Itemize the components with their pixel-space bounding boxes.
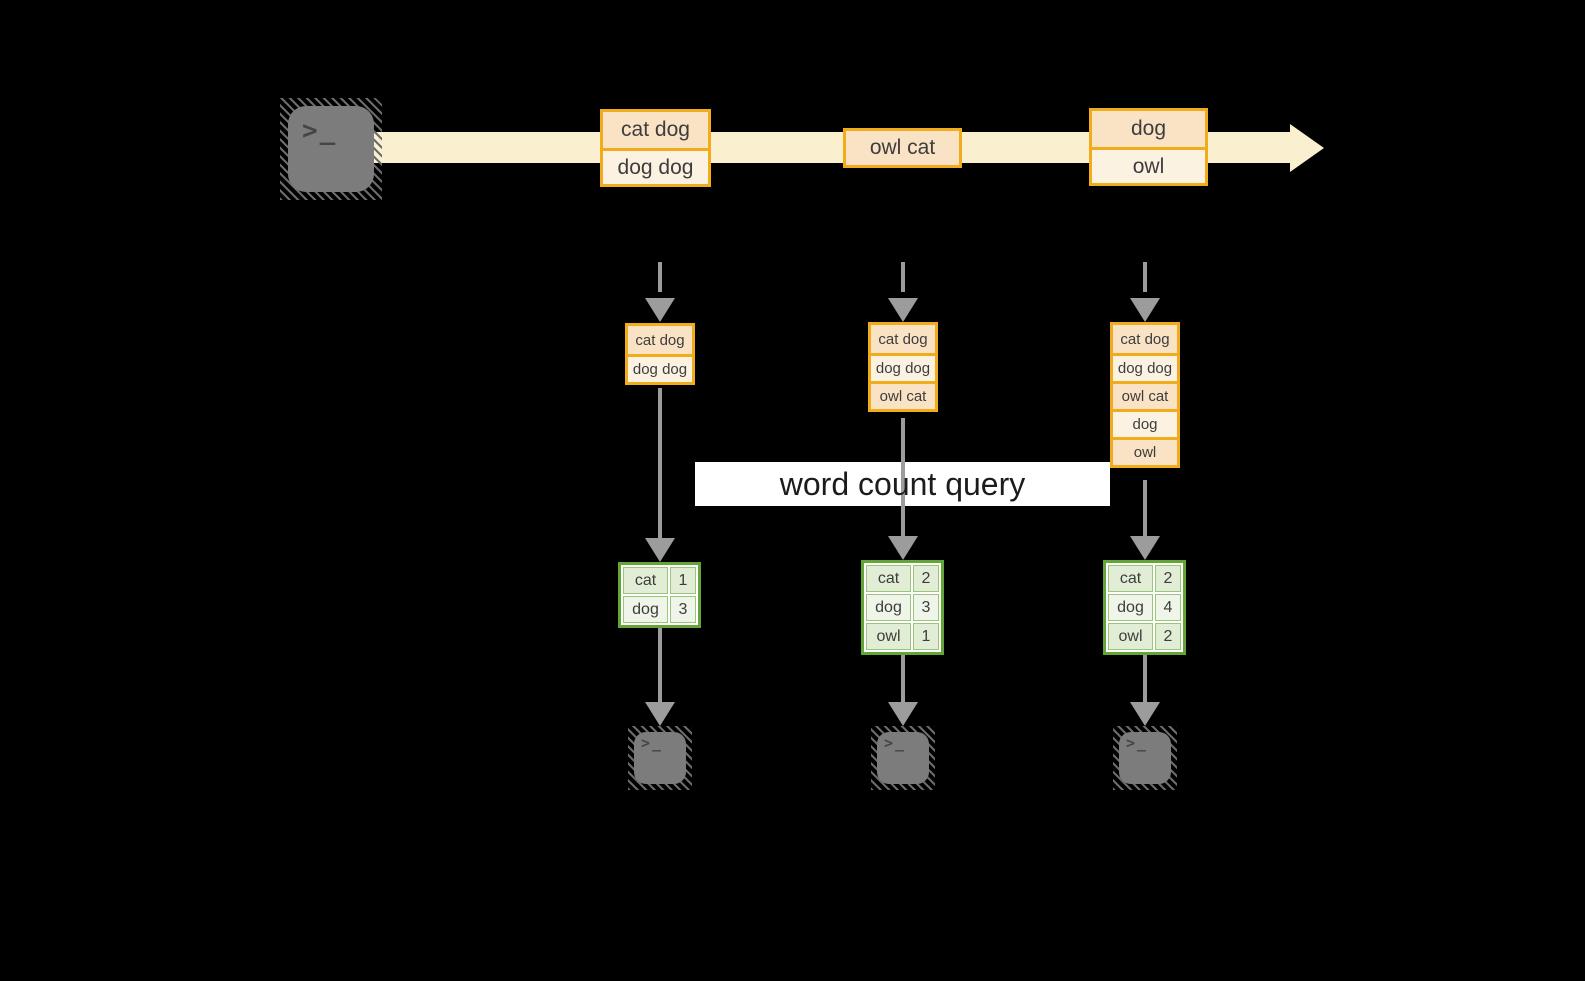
buffer-line: owl cat (871, 381, 935, 409)
event-line: dog (1092, 111, 1205, 147)
input-buffer-2: cat dog dog dog owl cat (868, 322, 938, 412)
buffer-line: owl cat (1113, 381, 1177, 409)
down-arrowhead-icon (1130, 536, 1160, 560)
terminal-prompt-icon: >_ (884, 734, 907, 752)
event-line: owl (1092, 147, 1205, 183)
count-word: dog (866, 594, 911, 621)
count-word: dog (623, 596, 668, 623)
count-value: 4 (1155, 594, 1181, 621)
arrow-line (1143, 655, 1147, 702)
terminal-prompt-icon: >_ (302, 116, 338, 146)
down-arrowhead-icon (1130, 702, 1160, 726)
down-arrowhead-icon (645, 538, 675, 562)
count-value: 2 (1155, 565, 1181, 592)
event-line: dog dog (603, 148, 708, 184)
buffer-line: dog dog (628, 354, 692, 382)
down-arrowhead-icon (645, 702, 675, 726)
down-arrowhead-icon (645, 298, 675, 322)
count-value: 1 (670, 567, 696, 594)
terminal-screen (634, 732, 686, 784)
sink-terminal-icon-2: >_ (871, 726, 935, 790)
terminal-screen (877, 732, 929, 784)
event-box-3: dog owl (1089, 108, 1208, 186)
sink-terminal-icon-1: >_ (628, 726, 692, 790)
count-value: 3 (913, 594, 939, 621)
down-arrowhead-icon (888, 536, 918, 560)
terminal-prompt-icon: >_ (641, 734, 664, 752)
buffer-line: dog (1113, 409, 1177, 437)
buffer-line: dog dog (1113, 353, 1177, 381)
down-arrowhead-icon (888, 702, 918, 726)
down-arrowhead-icon (1130, 298, 1160, 322)
count-value: 3 (670, 596, 696, 623)
count-value: 2 (913, 565, 939, 592)
count-word: cat (1108, 565, 1153, 592)
input-buffer-3: cat dog dog dog owl cat dog owl (1110, 322, 1180, 468)
count-word: dog (1108, 594, 1153, 621)
arrow-line (1143, 480, 1147, 536)
buffer-line: dog dog (871, 353, 935, 381)
event-box-2: owl cat (843, 128, 962, 168)
terminal-screen (288, 106, 374, 192)
event-line: owl cat (846, 131, 959, 165)
count-value: 2 (1155, 623, 1181, 650)
arrow-line (901, 655, 905, 702)
sink-terminal-icon-3: >_ (1113, 726, 1177, 790)
count-word: cat (623, 567, 668, 594)
terminal-screen (1119, 732, 1171, 784)
down-arrowhead-icon (888, 298, 918, 322)
arrow-line (658, 628, 662, 702)
buffer-line: owl (1113, 437, 1177, 465)
count-word: owl (866, 623, 911, 650)
count-table-3: cat 2 dog 4 owl 2 (1103, 560, 1186, 655)
input-buffer-1: cat dog dog dog (625, 323, 695, 385)
buffer-line: cat dog (1113, 325, 1177, 353)
count-word: cat (866, 565, 911, 592)
stream-timeline-arrowhead-icon (1290, 124, 1324, 172)
event-line: cat dog (603, 112, 708, 148)
count-table-2: cat 2 dog 3 owl 1 (861, 560, 944, 655)
arrow-line (1143, 262, 1147, 292)
arrow-line (658, 388, 662, 538)
buffer-line: cat dog (628, 326, 692, 354)
arrow-line (901, 418, 905, 536)
arrow-line (658, 262, 662, 292)
count-value: 1 (913, 623, 939, 650)
buffer-line: cat dog (871, 325, 935, 353)
source-terminal-icon: >_ (280, 98, 382, 200)
terminal-prompt-icon: >_ (1126, 734, 1149, 752)
event-box-1: cat dog dog dog (600, 109, 711, 187)
arrow-line (901, 262, 905, 292)
query-label: word count query (779, 465, 1026, 502)
count-word: owl (1108, 623, 1153, 650)
count-table-1: cat 1 dog 3 (618, 562, 701, 628)
